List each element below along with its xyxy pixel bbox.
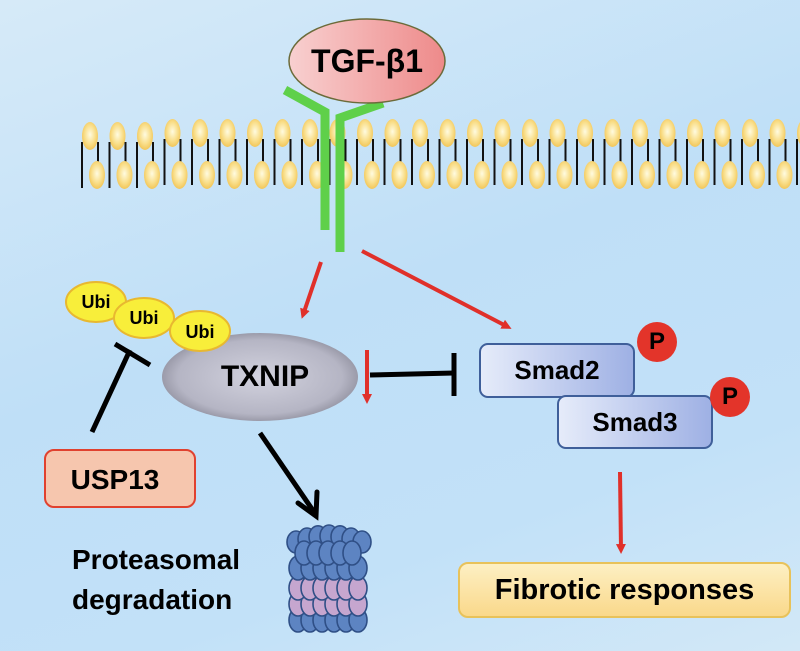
smad2-box [479, 343, 635, 398]
ubi-label-3: Ubi [185, 321, 215, 342]
lipid-head [632, 119, 648, 147]
lipid-head [577, 119, 593, 147]
txnip-label: TXNIP [220, 360, 310, 393]
lipid-head [137, 122, 153, 150]
lipid-head [687, 119, 703, 147]
fibrotic-label: Fibrotic responses [494, 573, 755, 606]
lipid-head [254, 161, 270, 189]
arrow-receptor-to-smad2 [361, 249, 512, 329]
lipid-head [721, 161, 738, 189]
lipid-head [742, 119, 758, 147]
phospho-label-smad2: P [648, 328, 665, 355]
proteasome-label-line2: degradation [72, 584, 233, 615]
lipid-head [281, 161, 298, 189]
lipid-head [144, 161, 160, 189]
lipid-head [769, 119, 786, 147]
lipid-head [391, 161, 408, 189]
usp13-label: USP13 [70, 463, 160, 495]
phospho-label-smad3: P [721, 383, 738, 410]
lipid-head [604, 119, 621, 147]
lipid-head [419, 161, 435, 189]
lipid-head [639, 161, 655, 189]
lipid-head [501, 161, 518, 189]
ligand-label: TGF-β1 [311, 42, 423, 79]
lipid-head [776, 161, 793, 189]
phospho-smad3 [710, 377, 750, 417]
lipid-head [89, 161, 105, 189]
tgf-beta-receptor [282, 86, 385, 252]
lipid-head [247, 119, 263, 147]
phospho-smad2 [637, 322, 677, 362]
arrow-smad-to-fibrotic [615, 471, 626, 554]
lipid-head [302, 119, 318, 147]
inhibition-usp13-ubiquitin [89, 341, 152, 434]
lipid-head [384, 119, 401, 147]
lipid-head [529, 161, 545, 189]
smad3-label: Smad3 [592, 406, 678, 437]
tgf-beta1-ligand [288, 18, 446, 104]
lipid-head [797, 122, 800, 144]
lipid-head [467, 119, 483, 147]
ubiquitin-chain [65, 281, 231, 352]
lipid-head [659, 119, 676, 147]
lipid-head [199, 161, 215, 189]
lipid-head [714, 119, 731, 147]
arrow-txnip-to-proteasome [257, 431, 320, 521]
lipid-head [556, 161, 573, 189]
arrow-receptor-to-txnip [300, 261, 323, 319]
fibrotic-responses-box [458, 562, 791, 618]
cell-membrane [81, 119, 800, 189]
lipid-head [116, 161, 133, 189]
lipid-head [274, 119, 291, 147]
smad2-label: Smad2 [514, 355, 600, 385]
lipid-head [694, 161, 710, 189]
ubi-label-2: Ubi [129, 307, 159, 328]
lipid-head [474, 161, 490, 189]
lipid-head [549, 119, 566, 147]
lipid-head [226, 161, 243, 189]
lipid-head [522, 119, 538, 147]
lipid-head [439, 119, 456, 147]
lipid-head [446, 161, 463, 189]
lipid-head [494, 119, 511, 147]
lipid-head [109, 122, 126, 150]
lipid-head [611, 161, 628, 189]
lipid-head [192, 119, 208, 147]
proteasome-subunit [342, 540, 362, 566]
usp13-box [44, 449, 196, 508]
proteasome-label-line1: Proteasomal [72, 544, 241, 575]
lipid-head [82, 122, 98, 150]
proteasome-icon [286, 524, 372, 633]
lipid-head [219, 119, 236, 147]
ubi-label-1: Ubi [81, 291, 111, 312]
lipid-head [364, 161, 380, 189]
txnip-node [162, 333, 358, 421]
lipid-head [357, 119, 373, 147]
lipid-head [584, 161, 600, 189]
lipid-head [171, 161, 188, 189]
lipid-head [412, 119, 428, 147]
smad3-box [557, 395, 713, 449]
inhibition-txnip-smad [369, 353, 457, 396]
lipid-head [666, 161, 683, 189]
lipid-head [749, 161, 765, 189]
lipid-head [164, 119, 181, 147]
